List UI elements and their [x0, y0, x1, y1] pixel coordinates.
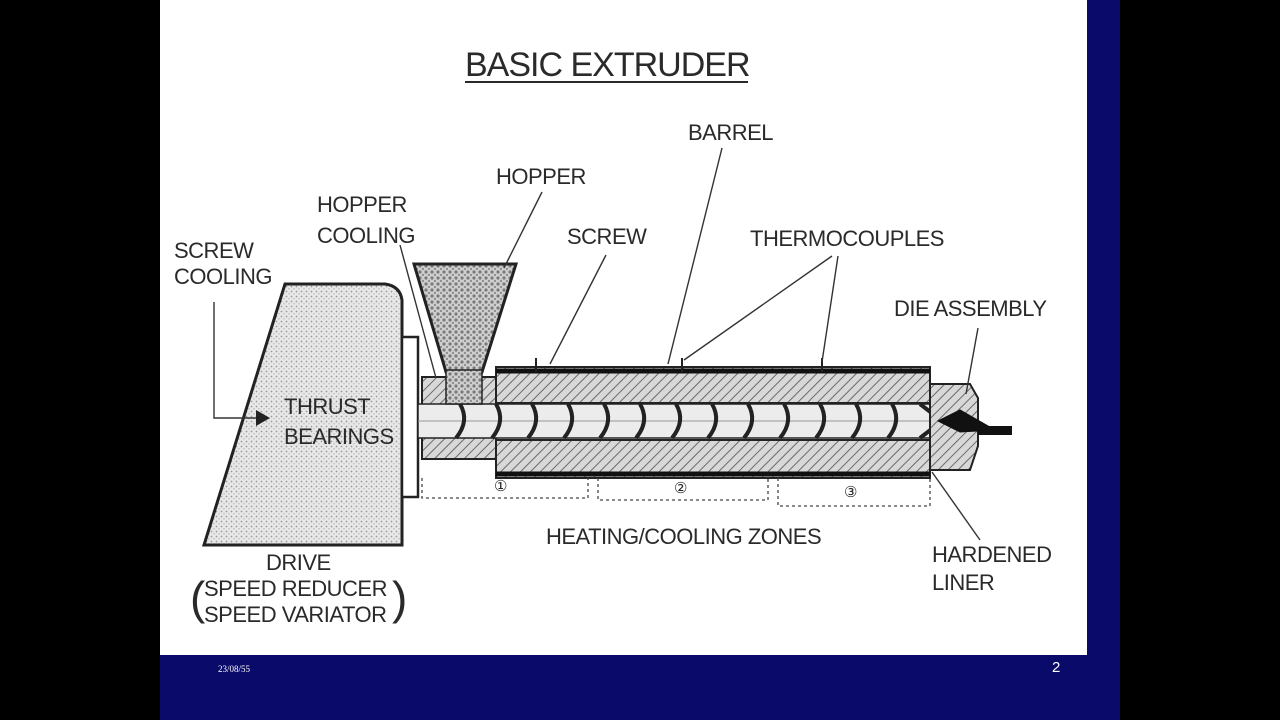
- zone-brackets: [421, 478, 931, 507]
- hopper-label: HOPPER: [496, 164, 586, 189]
- barrel-label: BARREL: [688, 120, 773, 145]
- hardened-liner-label-line2: LINER: [932, 570, 994, 595]
- die-tip: [978, 426, 1012, 435]
- hardened-liner-label-line1: HARDENED: [932, 542, 1051, 567]
- leader-lines: [213, 147, 981, 541]
- zone-2-label: ②: [674, 480, 687, 497]
- screw-flights: [454, 402, 946, 440]
- screw-cooling-arrowhead: [256, 410, 270, 426]
- thermocouples-label: THERMOCOUPLES: [750, 226, 944, 251]
- speed-variator-label: SPEED VARIATOR: [204, 602, 387, 627]
- drive-paren-close: ): [392, 572, 407, 624]
- diagram-area: BASIC EXTRUDER: [160, 0, 1087, 655]
- heating-zones-label: HEATING/COOLING ZONES: [546, 524, 821, 549]
- drive-paren-open: (: [190, 572, 206, 624]
- screw-label: SCREW: [567, 224, 647, 249]
- extruder-diagram: BASIC EXTRUDER: [174, 46, 1052, 627]
- drive-label: DRIVE: [266, 550, 331, 575]
- diagram-title: BASIC EXTRUDER: [465, 46, 750, 84]
- footer-date: 23/08/55: [218, 664, 251, 674]
- speed-reducer-label: SPEED REDUCER: [204, 576, 387, 601]
- hopper-throat: [445, 369, 483, 405]
- screw-cooling-label-line2: COOLING: [174, 264, 272, 289]
- page-number: 2: [1052, 659, 1061, 676]
- zone-1-label: ①: [494, 478, 507, 495]
- die-assembly-label: DIE ASSEMBLY: [894, 296, 1047, 321]
- zone-3-label: ③: [844, 484, 857, 501]
- drive-flange: [400, 335, 420, 499]
- hopper-cooling-label-line1: HOPPER: [317, 192, 407, 217]
- slide: BASIC EXTRUDER: [160, 0, 1120, 720]
- thrust-bearings-label-line2: BEARINGS: [284, 424, 394, 449]
- screw-cooling-label-line1: SCREW: [174, 238, 254, 263]
- thrust-bearings-label-line1: THRUST: [284, 394, 370, 419]
- hopper-cooling-label-line2: COOLING: [317, 223, 415, 248]
